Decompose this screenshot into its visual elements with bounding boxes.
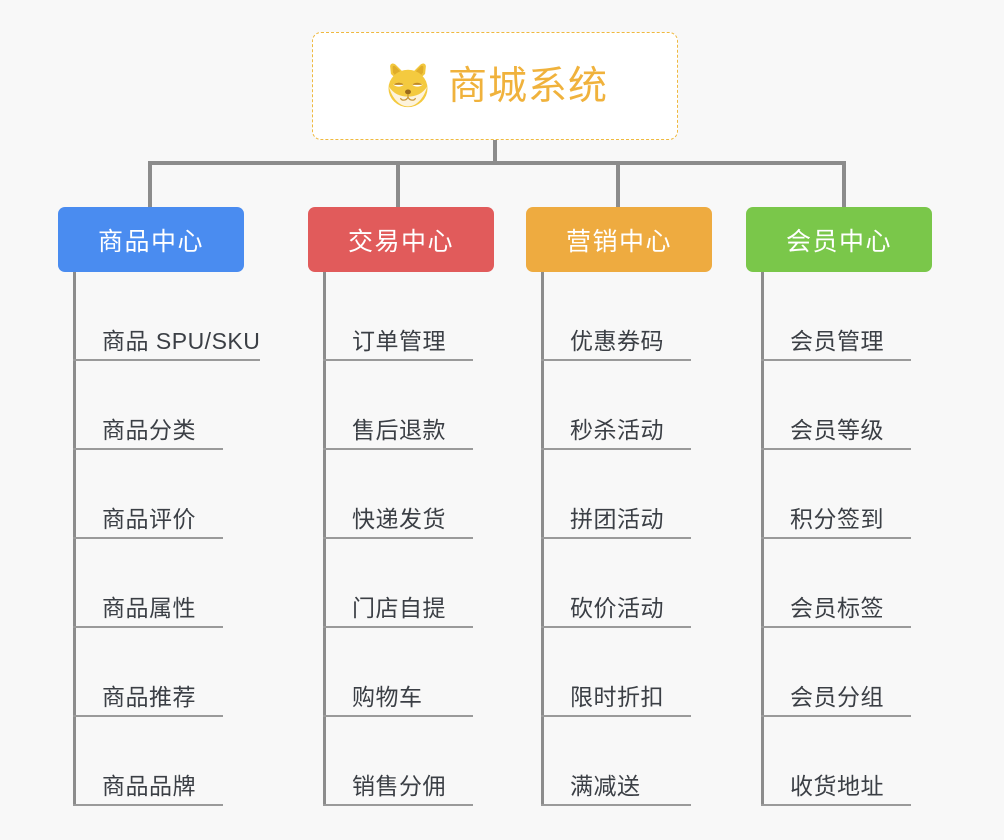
- leaf-label: 会员分组: [790, 683, 884, 710]
- leaf-list: 会员管理 会员等级 积分签到 会员标签 会员分组 收货地址: [761, 272, 911, 806]
- leaf-item[interactable]: 砍价活动: [541, 539, 691, 628]
- leaf-label: 商品品牌: [102, 772, 196, 799]
- leaf-list: 订单管理 售后退款 快递发货 门店自提 购物车 销售分佣: [323, 272, 473, 806]
- leaf-list: 优惠券码 秒杀活动 拼团活动 砍价活动 限时折扣 满减送: [541, 272, 691, 806]
- leaf-item[interactable]: 积分签到: [761, 450, 911, 539]
- connector-root-stem: [493, 140, 497, 165]
- branch-header-label: 交易中心: [347, 227, 454, 256]
- leaf-label: 商品评价: [102, 505, 196, 532]
- leaf-item[interactable]: 优惠券码: [541, 272, 691, 361]
- connector-drop-2: [396, 161, 400, 209]
- leaf-label: 收货地址: [790, 772, 884, 799]
- leaf-item[interactable]: 商品属性: [73, 539, 223, 628]
- leaf-item[interactable]: 门店自提: [323, 539, 473, 628]
- leaf-label: 订单管理: [352, 327, 446, 354]
- branch-trunk: [73, 272, 76, 806]
- leaf-item[interactable]: 满减送: [541, 717, 691, 806]
- leaf-item[interactable]: 商品评价: [73, 450, 223, 539]
- leaf-item[interactable]: 订单管理: [323, 272, 473, 361]
- connector-drop-1: [148, 161, 152, 209]
- leaf-label: 快递发货: [352, 505, 446, 532]
- leaf-label: 满减送: [570, 772, 641, 799]
- leaf-item[interactable]: 会员等级: [761, 361, 911, 450]
- leaf-item[interactable]: 商品品牌: [73, 717, 223, 806]
- leaf-item[interactable]: 商品推荐: [73, 628, 223, 717]
- leaf-item[interactable]: 收货地址: [761, 717, 911, 806]
- leaf-item[interactable]: 销售分佣: [323, 717, 473, 806]
- leaf-label: 售后退款: [352, 416, 446, 443]
- leaf-label: 积分签到: [790, 505, 884, 532]
- leaf-list: 商品 SPU/SKU 商品分类 商品评价 商品属性 商品推荐 商品品牌: [73, 272, 261, 806]
- leaf-item[interactable]: 会员管理: [761, 272, 911, 361]
- root-title: 商城系统: [447, 64, 608, 108]
- branch-trunk: [323, 272, 326, 806]
- branch-header-product-center[interactable]: 商品中心: [58, 207, 244, 272]
- leaf-item[interactable]: 商品分类: [73, 361, 223, 450]
- leaf-item[interactable]: 会员标签: [761, 539, 911, 628]
- leaf-item[interactable]: 快递发货: [323, 450, 473, 539]
- connector-horizontal-bus: [148, 161, 846, 165]
- leaf-label: 商品推荐: [102, 683, 196, 710]
- leaf-label: 限时折扣: [570, 683, 664, 710]
- leaf-label: 会员标签: [790, 594, 884, 621]
- leaf-label: 商品分类: [102, 416, 196, 443]
- shiba-inu-icon: [388, 63, 428, 108]
- leaf-label: 商品 SPU/SKU: [102, 327, 261, 354]
- connector-drop-4: [842, 161, 846, 209]
- leaf-label: 会员等级: [790, 416, 884, 443]
- branch-header-trade-center[interactable]: 交易中心: [308, 207, 494, 272]
- leaf-label: 门店自提: [352, 594, 446, 621]
- branch-header-label: 营销中心: [565, 227, 672, 256]
- leaf-label: 会员管理: [790, 327, 884, 354]
- leaf-label: 拼团活动: [570, 505, 664, 532]
- branch-header-marketing-center[interactable]: 营销中心: [526, 207, 712, 272]
- leaf-item[interactable]: 拼团活动: [541, 450, 691, 539]
- root-node-mall-system[interactable]: 商城系统: [312, 32, 678, 140]
- leaf-label: 优惠券码: [570, 327, 664, 354]
- leaf-item[interactable]: 售后退款: [323, 361, 473, 450]
- leaf-label: 购物车: [352, 683, 423, 710]
- branch-header-label: 商品中心: [97, 227, 204, 256]
- branch-header-member-center[interactable]: 会员中心: [746, 207, 932, 272]
- leaf-item[interactable]: 购物车: [323, 628, 473, 717]
- branch-trunk: [761, 272, 764, 806]
- leaf-item[interactable]: 秒杀活动: [541, 361, 691, 450]
- leaf-label: 砍价活动: [570, 594, 664, 621]
- leaf-label: 商品属性: [102, 594, 196, 621]
- leaf-label: 秒杀活动: [570, 416, 664, 443]
- leaf-item[interactable]: 会员分组: [761, 628, 911, 717]
- branch-header-label: 会员中心: [785, 227, 892, 256]
- leaf-item[interactable]: 商品 SPU/SKU: [73, 272, 261, 361]
- branch-trunk: [541, 272, 544, 806]
- leaf-item[interactable]: 限时折扣: [541, 628, 691, 717]
- connector-drop-3: [616, 161, 620, 209]
- leaf-label: 销售分佣: [352, 772, 446, 799]
